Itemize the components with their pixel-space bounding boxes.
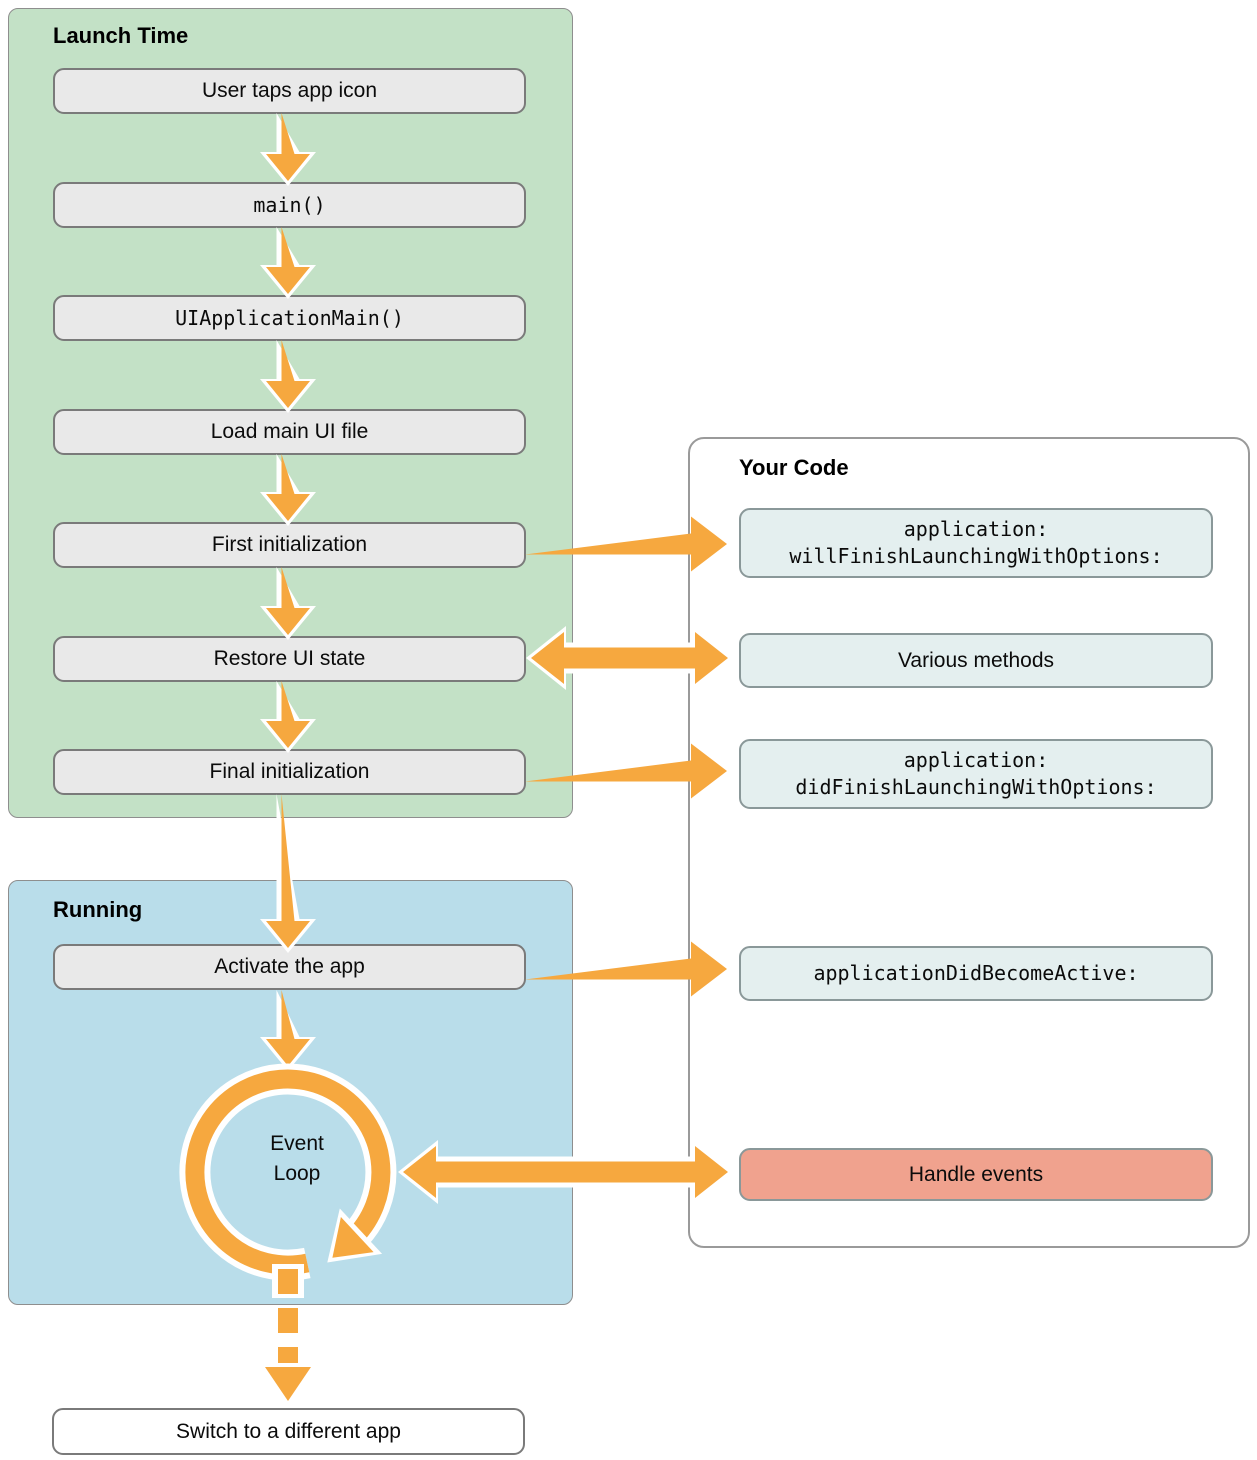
step-label: Restore UI state xyxy=(213,647,366,670)
method-will-finish-launching: application: willFinishLaunchingWithOpti… xyxy=(739,508,1213,578)
step-main: main() xyxy=(53,182,526,228)
launch-time-title: Launch Time xyxy=(53,23,189,48)
running-panel: Running Activate the app Event Loop xyxy=(8,880,573,1305)
step-restore-ui-state: Restore UI state xyxy=(53,636,526,682)
dashed-arrowhead xyxy=(265,1367,311,1401)
your-code-title: Your Code xyxy=(739,455,849,480)
launch-time-panel: Launch Time User taps app icon main() UI… xyxy=(8,8,573,818)
step-label: Switch to a different app xyxy=(176,1419,401,1443)
step-activate-the-app: Activate the app xyxy=(53,944,526,990)
step-label: main() xyxy=(253,193,326,217)
method-did-become-active: applicationDidBecomeActive: xyxy=(739,946,1213,1001)
event-loop-line2: Loop xyxy=(273,1162,321,1185)
method-line: application: xyxy=(903,517,1049,541)
event-loop-label: Event Loop xyxy=(189,1129,405,1189)
method-line: applicationDidBecomeActive: xyxy=(813,961,1139,985)
dash xyxy=(278,1308,298,1333)
event-loop-line1: Event xyxy=(270,1132,324,1155)
step-user-taps-app-icon: User taps app icon xyxy=(53,68,526,114)
method-did-finish-launching: application: didFinishLaunchingWithOptio… xyxy=(739,739,1213,809)
method-handle-events: Handle events xyxy=(739,1148,1213,1201)
step-uiapplicationmain: UIApplicationMain() xyxy=(53,295,526,341)
step-label: Final initialization xyxy=(209,760,370,783)
step-first-initialization: First initialization xyxy=(53,522,526,568)
step-label: First initialization xyxy=(211,533,368,556)
dash xyxy=(278,1347,298,1363)
running-title: Running xyxy=(53,897,143,922)
method-line: Handle events xyxy=(908,1163,1044,1186)
step-final-initialization: Final initialization xyxy=(53,749,526,795)
method-line: application: xyxy=(903,748,1049,772)
method-line: didFinishLaunchingWithOptions: xyxy=(795,775,1157,799)
step-switch-to-different-app: Switch to a different app xyxy=(52,1408,525,1455)
method-line: willFinishLaunchingWithOptions: xyxy=(789,544,1163,568)
method-various-methods: Various methods xyxy=(739,633,1213,688)
method-line: Various methods xyxy=(897,649,1055,672)
step-load-main-ui-file: Load main UI file xyxy=(53,409,526,455)
step-label: Activate the app xyxy=(214,955,365,978)
step-label: Load main UI file xyxy=(210,420,369,443)
step-label: UIApplicationMain() xyxy=(175,306,404,330)
step-label: User taps app icon xyxy=(201,79,378,102)
your-code-panel: Your Code application: willFinishLaunchi… xyxy=(688,437,1250,1248)
